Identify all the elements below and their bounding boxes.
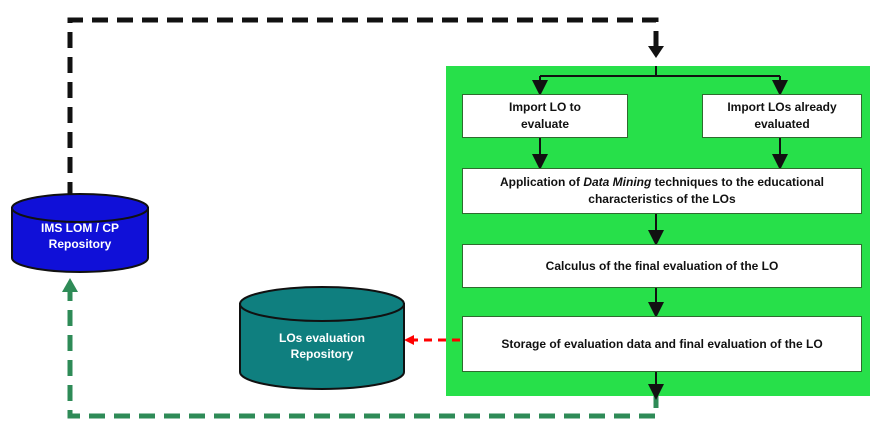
calculus-label: Calculus of the final evaluation of the …: [545, 258, 779, 273]
data-mining-label-prefix: Application of: [499, 175, 584, 189]
los-repository-label: LOs evaluation Repository: [278, 331, 366, 361]
los-repository-cylinder: [239, 286, 405, 390]
data-mining-label-suffix: techniques to the educational characteri…: [588, 175, 824, 206]
dashed-black-arrowhead: [648, 46, 664, 58]
storage-box: Storage of evaluation data and final eva…: [462, 316, 862, 372]
dashed-green-arrowhead: [62, 278, 78, 292]
import-lo-box: Import LO to evaluate: [462, 94, 628, 138]
import-los-box: Import LOs already evaluated: [702, 94, 862, 138]
data-mining-box: Application of Data Mining techniques to…: [462, 168, 862, 214]
dashed-green-connector: [67, 290, 659, 419]
ims-repository-cylinder: [11, 193, 149, 273]
calculus-box: Calculus of the final evaluation of the …: [462, 244, 862, 288]
dashed-black-connector: [67, 17, 659, 198]
storage-label: Storage of evaluation data and final eva…: [501, 336, 823, 351]
import-los-label: Import LOs already evaluated: [727, 100, 837, 131]
import-lo-label: Import LO to evaluate: [509, 100, 581, 131]
data-mining-label: Application of Data Mining techniques to…: [477, 174, 847, 208]
dashed-red-arrowhead: [404, 335, 414, 345]
data-mining-term: Data Mining: [583, 175, 652, 189]
ims-repository-label: IMS LOM / CP Repository: [41, 221, 119, 251]
